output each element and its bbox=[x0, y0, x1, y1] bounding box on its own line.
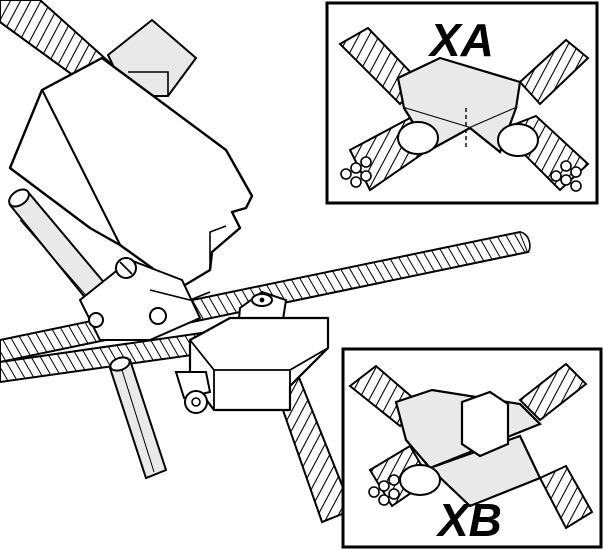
jaw-mechanism bbox=[78, 257, 211, 341]
tool-housing bbox=[8, 56, 254, 290]
callout-xb: XB bbox=[341, 347, 603, 549]
eye-bolt bbox=[174, 371, 212, 414]
cross-connector-xb bbox=[348, 362, 594, 530]
callout-xb-label: XB bbox=[435, 494, 502, 546]
main-assembly bbox=[0, 0, 531, 524]
callout-xa-label: XA bbox=[427, 14, 494, 66]
callout-xa: XA bbox=[325, 1, 599, 205]
handle-lower bbox=[108, 356, 168, 480]
cross-connector-xa bbox=[338, 26, 590, 192]
